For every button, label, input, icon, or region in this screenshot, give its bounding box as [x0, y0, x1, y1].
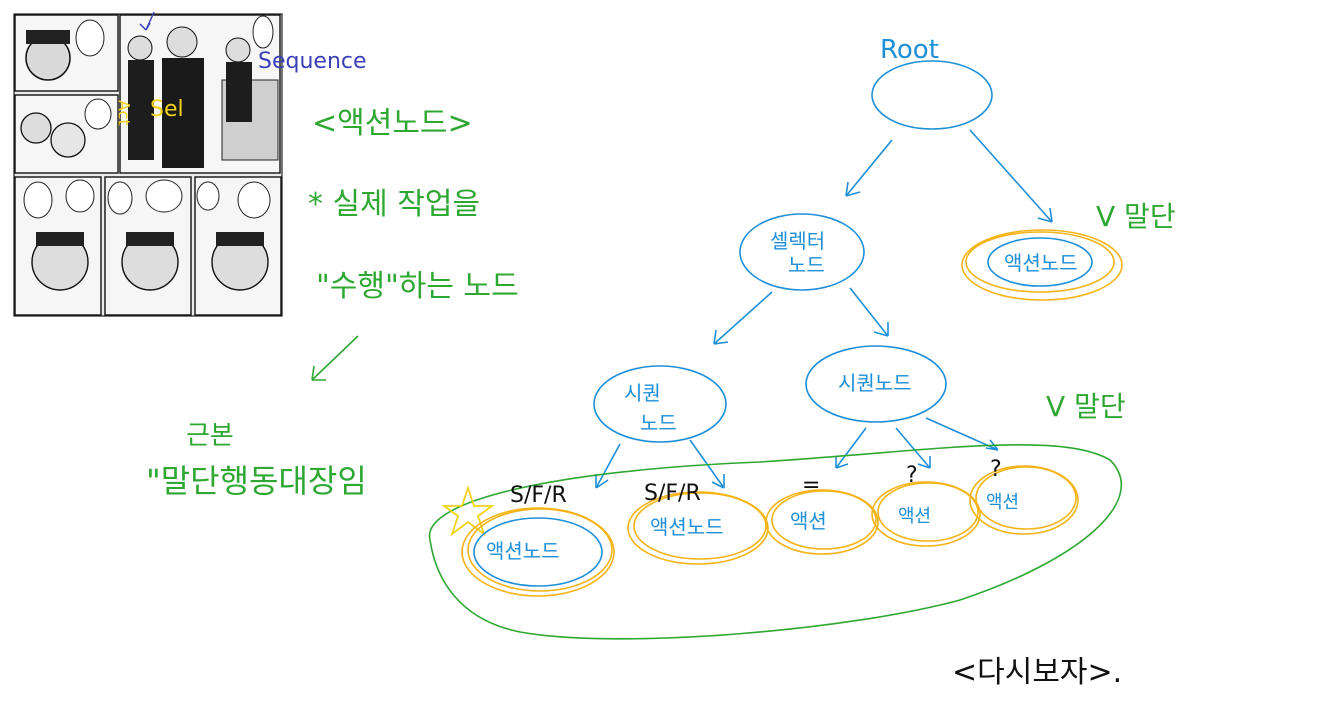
edge-seqright-leaf3 — [835, 427, 867, 469]
action-node-right — [987, 237, 1093, 287]
sequence-left-label-1: 시퀀 — [624, 381, 661, 405]
leaf-node-mark: = — [802, 473, 820, 498]
leaf-node-label: 액션 — [986, 492, 1019, 513]
notes-line2: "수행"하는 노드 — [316, 269, 519, 304]
leaf-note-2: V 말단 — [1046, 390, 1126, 423]
action-node-right-label: 액션노드 — [1004, 251, 1078, 275]
edge-selector-seq-right — [849, 287, 889, 337]
leaf-node-outline — [871, 481, 981, 547]
leaf-note-1: V 말단 — [1096, 200, 1176, 233]
comic-label-sel: Sel — [150, 97, 184, 122]
sequence-left-label-2: 노드 — [640, 411, 677, 435]
sequence-right-label: 시퀀노드 — [838, 371, 912, 395]
selector-label-2: 노드 — [788, 253, 825, 277]
leaf-node-outline — [975, 466, 1077, 530]
leaf-node-outline — [461, 507, 615, 597]
edge-seqleft-leaf1 — [595, 443, 621, 489]
comic-label-act: Act — [115, 100, 134, 126]
leaf-node-outline — [627, 491, 769, 565]
arrow-down-left-icon — [311, 335, 359, 381]
leaf-node-mark: ? — [906, 463, 918, 488]
edge-selector-seq-left — [713, 291, 773, 345]
leaf-node-outline — [877, 482, 979, 542]
notes-line1: * 실제 작업을 — [308, 187, 480, 222]
selector-label-1: 셀렉터 — [770, 229, 825, 253]
sequence-node-right — [805, 345, 947, 423]
selector-node — [739, 213, 865, 291]
comic-caption-sequence: Sequence — [258, 49, 367, 74]
leaf-node — [473, 517, 603, 587]
star-icon — [441, 485, 495, 537]
leaf-node-mark: S/F/R — [510, 483, 567, 508]
leaf-node-mark: ? — [990, 457, 1002, 482]
leaf-node-outline — [765, 489, 879, 555]
edge-root-action — [969, 129, 1053, 223]
leaf-node-label: 액션 — [790, 509, 827, 533]
leaf-row: 액션노드 S/F/R 액션노드 S/F/R 액션 = 액션? 액션? — [461, 457, 1079, 597]
bottom-caption: <다시보자>. — [952, 655, 1122, 690]
leaf-node-label: 액션 — [898, 506, 931, 527]
notes-line3: "말단행동대장임 — [146, 462, 367, 500]
leaf-node-outline — [771, 490, 877, 550]
leaf-node-mark: S/F/R — [644, 481, 701, 506]
notes-block: <액션노드> * 실제 작업을 "수행"하는 노드 근본 "말단행동대장임 — [146, 106, 519, 500]
comic-strip: Sequence Act Sel — [13, 11, 367, 317]
leaf-group-outline — [428, 444, 1123, 640]
edge-root-selector — [845, 139, 893, 197]
action-node-right-outer — [961, 229, 1123, 301]
edge-seqright-leaf4 — [895, 427, 931, 469]
sequence-node-left — [593, 365, 727, 443]
leaf-node-label: 액션노드 — [650, 515, 724, 539]
leaf-node-outline — [969, 465, 1079, 535]
arrow-to-comic-icon — [139, 11, 155, 31]
leaf-node-label: 액션노드 — [486, 539, 560, 563]
notes-title: <액션노드> — [312, 106, 473, 141]
leaf-node-outline — [467, 508, 613, 592]
notes-root-label: 근본 — [186, 421, 234, 451]
root-label: Root — [880, 35, 939, 65]
root-node — [871, 60, 993, 130]
behavior-tree: Root 셀렉터 노드 액션노드 V 말단 시퀀 노드 시퀀노드 V 말단 — [428, 35, 1176, 690]
